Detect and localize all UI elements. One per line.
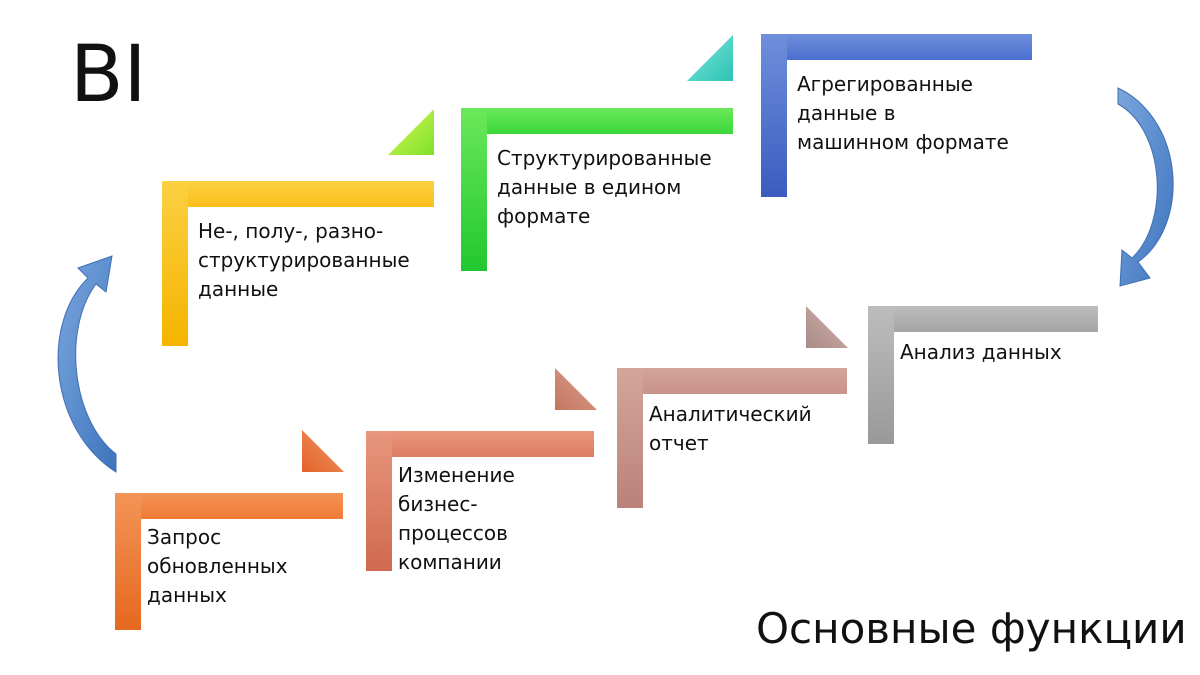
step-bar-horizontal (115, 493, 343, 519)
diagram-footer: Основные функции (756, 604, 1187, 653)
step-bar-vertical (617, 368, 643, 508)
step-bar-vertical (366, 431, 392, 571)
step-business-process-change: Изменение бизнес- процессов компании (366, 431, 606, 576)
step-bar-vertical (115, 493, 141, 630)
step-analytical-report: Аналитический отчет (617, 368, 857, 508)
step-bar-horizontal (461, 108, 733, 134)
step-label: Не-, полу-, разно- структурированные дан… (198, 219, 410, 301)
step-bar-horizontal (868, 306, 1098, 332)
step-label: Анализ данных (900, 340, 1062, 364)
step-structured-data: Структурированные данные в едином формат… (461, 108, 761, 278)
step-data-analysis: Анализ данных (868, 306, 1108, 446)
step-aggregated-data: Агрегированные данные в машинном формате (761, 34, 1051, 204)
diagram-title: BI (70, 30, 147, 120)
step-bar-horizontal (761, 34, 1032, 60)
left-curved-arrow-icon (57, 255, 117, 473)
step-label: Изменение бизнес- процессов компании (398, 463, 515, 574)
step-bar-vertical (761, 34, 787, 197)
step-bar-horizontal (617, 368, 847, 394)
step-label: Агрегированные данные в машинном формате (797, 72, 1009, 154)
step-bar-vertical (868, 306, 894, 444)
step-label: Запрос обновленных данных (147, 525, 288, 607)
step-bar-vertical (461, 108, 487, 271)
step-label: Аналитический отчет (649, 402, 812, 455)
step-label: Структурированные данные в едином формат… (497, 146, 712, 228)
step-unstructured-data: Не-, полу-, разно- структурированные дан… (162, 181, 482, 351)
step-updated-data-request: Запрос обновленных данных (115, 493, 355, 633)
step-bar-vertical (162, 181, 188, 346)
step-bar-horizontal (162, 181, 434, 207)
right-curved-arrow-icon (1117, 87, 1174, 287)
step-bar-horizontal (366, 431, 594, 457)
